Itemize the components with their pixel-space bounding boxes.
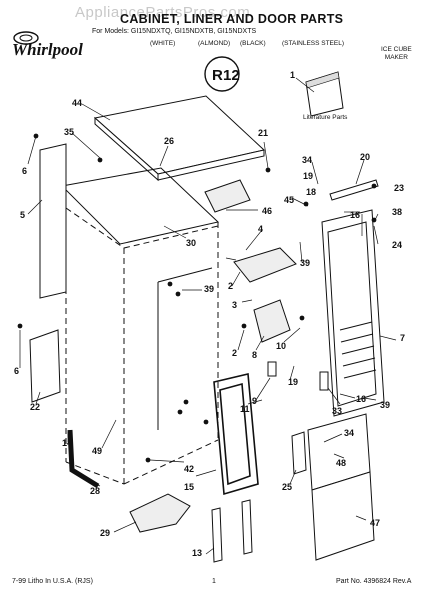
footer-part-number: Part No. 4396824 Rev.A — [336, 578, 412, 585]
callout-34-lower: 34 — [344, 428, 355, 438]
variant-almond: (ALMOND) — [198, 40, 231, 47]
callout-45: 45 — [284, 195, 295, 205]
callout-44: 44 — [72, 98, 83, 108]
footer-page-number: 1 — [212, 578, 216, 585]
literature-parts-label: Literature Parts — [303, 114, 348, 121]
callout-48: 48 — [336, 458, 347, 468]
callout-25: 25 — [282, 482, 293, 492]
base-plate — [307, 413, 375, 561]
drain-hose — [67, 429, 100, 489]
swirl-icon — [13, 31, 39, 45]
svg-text:12: 12 — [223, 67, 240, 84]
callout-46: 46 — [262, 206, 273, 216]
baffle — [253, 299, 291, 343]
callout-16-top: 16 — [350, 210, 361, 220]
page-title: CABINET, LINER AND DOOR PARTS — [120, 12, 344, 26]
screws — [17, 133, 377, 463]
variant-white: (WHITE) — [150, 40, 176, 47]
callout-39-upper: 39 — [300, 258, 311, 268]
svg-text:R: R — [212, 67, 223, 84]
callout-1: 1 — [290, 70, 296, 80]
variant-black: (BLACK) — [240, 40, 266, 47]
callout-39-right: 39 — [380, 400, 391, 410]
callout-19-top: 19 — [303, 171, 314, 181]
top-lid — [93, 95, 266, 213]
callout-7: 7 — [400, 333, 406, 343]
callout-47: 47 — [370, 518, 381, 528]
variant-stainless: (STAINLESS STEEL) — [282, 40, 345, 47]
callout-22: 22 — [30, 402, 41, 412]
callout-35: 35 — [64, 127, 75, 137]
ice-maker-label: ICE CUBE MAKER — [381, 46, 412, 61]
callout-28: 28 — [90, 486, 101, 496]
callout-13: 13 — [192, 548, 203, 558]
callout-5: 5 — [20, 210, 26, 220]
callout-6-lower: 6 — [14, 366, 20, 376]
callout-21: 21 — [258, 128, 269, 138]
callout-24: 24 — [392, 240, 403, 250]
door — [321, 209, 385, 417]
callout-4: 4 — [258, 224, 264, 234]
callout-19-lower: 19 — [288, 377, 299, 387]
callout-39-left: 39 — [204, 284, 215, 294]
callout-34-top: 34 — [302, 155, 313, 165]
callout-20: 20 — [360, 152, 371, 162]
callout-8: 8 — [252, 350, 258, 360]
callout-30: 30 — [186, 238, 197, 248]
callout-11: 11 — [240, 404, 250, 414]
callout-6-top: 6 — [22, 166, 28, 176]
door-gasket — [213, 373, 259, 496]
ice-tray — [233, 247, 297, 283]
r12-badge: R 12 — [204, 56, 240, 92]
callout-23: 23 — [394, 183, 405, 193]
watermark: AppliancePartsPros.com — [75, 4, 251, 21]
callout-26: 26 — [164, 136, 175, 146]
callout-10: 10 — [276, 341, 287, 351]
callout-49: 49 — [92, 446, 103, 456]
callout-14: 14 — [62, 438, 73, 448]
ice-scoop — [129, 493, 191, 533]
cabinet-body — [60, 167, 220, 485]
whirlpool-logo: Whirlpool — [12, 31, 83, 60]
hinge-bar — [329, 179, 379, 201]
callout-2-upper: 2 — [228, 281, 234, 291]
rear-bracket — [29, 329, 61, 403]
models-line: For Models: GI15NDXTQ, GI15NDXTB, GI15ND… — [92, 28, 257, 35]
callout-18: 18 — [306, 187, 317, 197]
leader-lines — [19, 77, 397, 555]
callout-42: 42 — [184, 464, 195, 474]
callout-16-lower: 16 — [356, 394, 367, 404]
callout-38: 38 — [392, 207, 403, 217]
callout-3: 3 — [232, 300, 238, 310]
callout-33: 33 — [332, 406, 343, 416]
callout-15: 15 — [184, 482, 195, 492]
callout-2-lower: 2 — [232, 348, 238, 358]
side-panel — [39, 143, 67, 299]
callout-9: 9 — [252, 396, 258, 406]
footer-litho: 7-99 Litho In U.S.A. (RJS) — [12, 578, 93, 585]
callout-29: 29 — [100, 528, 111, 538]
